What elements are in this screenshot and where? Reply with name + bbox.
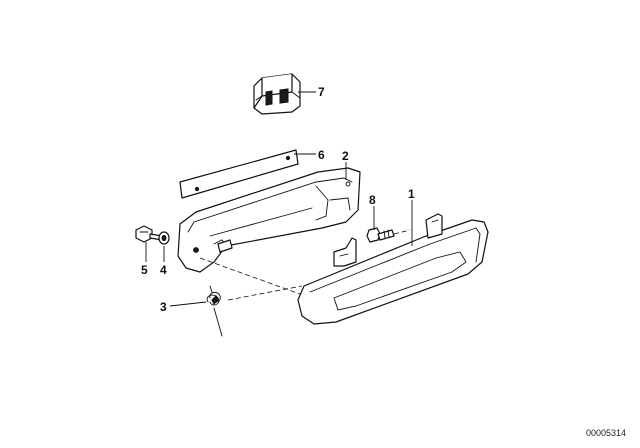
callout-8: 8 [369, 193, 376, 207]
callout-7: 7 [318, 85, 325, 99]
spring-part-3 [206, 285, 223, 337]
callout-1: 1 [408, 187, 415, 201]
reference-code: 00005314 [586, 428, 626, 438]
callout-4: 4 [160, 263, 167, 277]
assembly-line-spring [227, 285, 303, 301]
leader-line-3 [169, 301, 207, 307]
callout-6: 6 [318, 148, 325, 162]
assembly-line-plate [199, 257, 301, 295]
screw-part-5 [135, 225, 163, 243]
assembly-line-bolt [393, 229, 411, 235]
handle-part-1 [297, 213, 489, 325]
gasket-part-6 [179, 149, 299, 199]
base-plate-part-2 [177, 167, 361, 273]
bolt-part-8 [366, 227, 395, 243]
callout-5: 5 [141, 263, 148, 277]
callout-2: 2 [342, 149, 349, 163]
callout-3: 3 [160, 300, 167, 314]
clip-part-7 [253, 73, 301, 115]
washer-part-4 [158, 231, 170, 245]
